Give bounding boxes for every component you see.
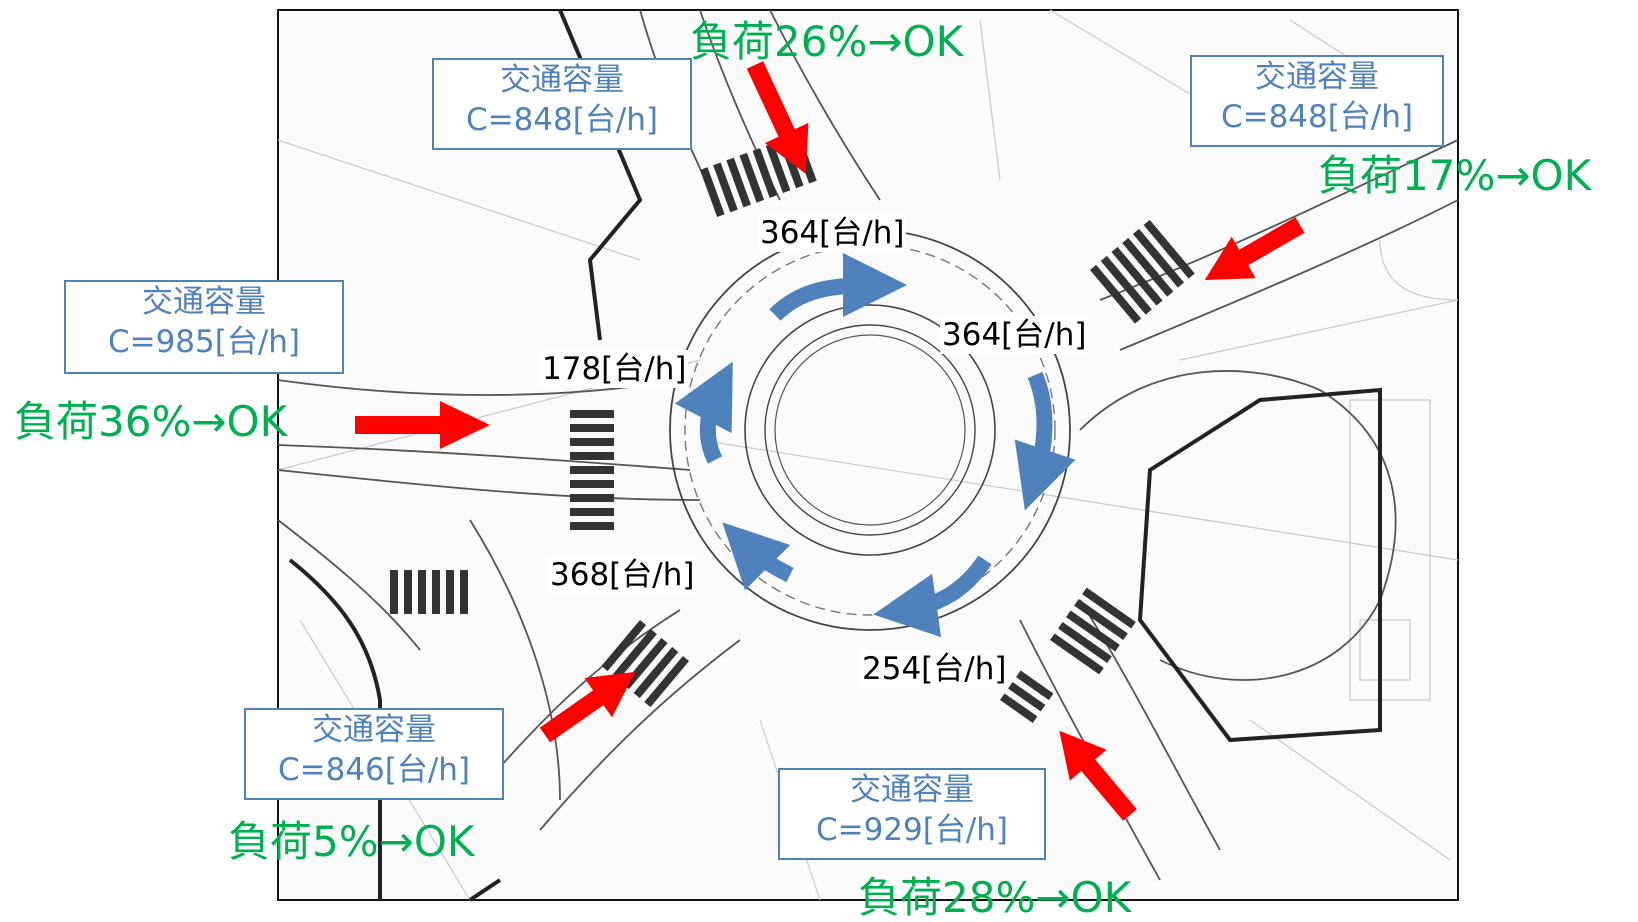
capacity-box-west: 交通容量 C=985[台/h] bbox=[64, 280, 344, 374]
flow-label-south: 254[台/h] bbox=[860, 650, 1009, 688]
flow-label-north: 364[台/h] bbox=[758, 214, 907, 252]
load-label-southeast: 負荷28%→OK bbox=[858, 873, 1132, 922]
flow-label-east: 364[台/h] bbox=[940, 316, 1089, 354]
red-arrow-icon bbox=[746, 61, 809, 174]
red-arrow-icon bbox=[355, 401, 490, 449]
capacity-value: C=848[台/h] bbox=[465, 102, 659, 138]
load-label-southwest: 負荷5%→OK bbox=[228, 817, 475, 866]
circulating-arrows bbox=[674, 253, 1076, 638]
red-arrow-icon bbox=[1059, 730, 1137, 821]
capacity-box-southeast: 交通容量 C=929[台/h] bbox=[778, 768, 1046, 860]
capacity-title: 交通容量 bbox=[850, 772, 974, 808]
load-label-northeast: 負荷17%→OK bbox=[1318, 151, 1592, 200]
capacity-box-north: 交通容量 C=848[台/h] bbox=[432, 58, 692, 150]
entry-arrows bbox=[355, 61, 1305, 821]
red-arrow-icon bbox=[539, 671, 636, 743]
capacity-value: C=848[台/h] bbox=[1220, 99, 1414, 135]
load-label-north: 負荷26%→OK bbox=[690, 17, 964, 66]
crosswalks bbox=[390, 133, 1195, 723]
capacity-title: 交通容量 bbox=[500, 62, 624, 98]
flow-label-west: 178[台/h] bbox=[540, 350, 689, 388]
blue-curved-arrow-icon bbox=[674, 361, 733, 464]
blue-curved-arrow-icon bbox=[873, 555, 992, 638]
capacity-title: 交通容量 bbox=[1255, 59, 1379, 95]
capacity-value: C=985[台/h] bbox=[107, 324, 301, 360]
blue-curved-arrow-icon bbox=[1014, 371, 1076, 511]
capacity-box-southwest: 交通容量 C=846[台/h] bbox=[244, 708, 504, 800]
capacity-value: C=929[台/h] bbox=[815, 812, 1009, 848]
capacity-box-northeast: 交通容量 C=848[台/h] bbox=[1190, 55, 1444, 147]
flow-label-southwest: 368[台/h] bbox=[548, 556, 697, 594]
load-label-west: 負荷36%→OK bbox=[14, 397, 288, 446]
blue-curved-arrow-icon bbox=[722, 522, 794, 591]
capacity-value: C=846[台/h] bbox=[277, 752, 471, 788]
blue-curved-arrow-icon bbox=[769, 253, 907, 321]
red-arrow-icon bbox=[1204, 217, 1305, 280]
capacity-title: 交通容量 bbox=[142, 284, 266, 320]
capacity-title: 交通容量 bbox=[312, 712, 436, 748]
